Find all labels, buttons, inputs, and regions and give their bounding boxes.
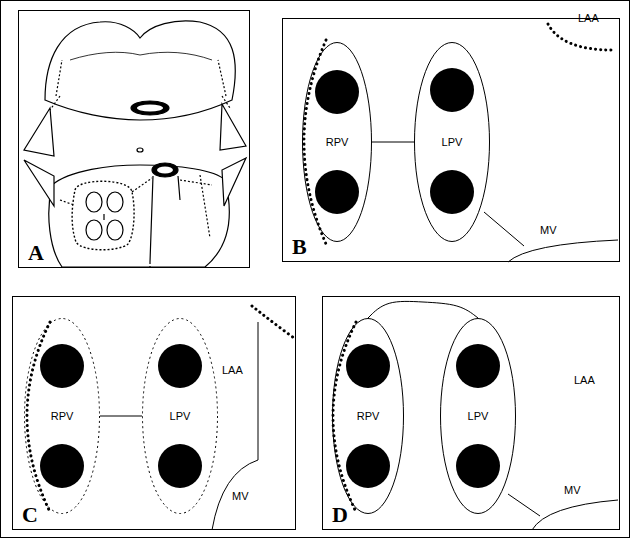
vein-ostium (158, 444, 202, 488)
vein-encirclement: LPV (414, 42, 490, 242)
heart-sections (103, 214, 104, 220)
figure-panel: RPV LPV C (12, 296, 296, 530)
vein-label: RPV (356, 410, 381, 422)
heart-sections (56, 60, 226, 96)
heart-sections (45, 21, 235, 120)
structure-label: MV (540, 224, 557, 236)
heart-sections (220, 104, 246, 150)
panel-letter: C (22, 504, 38, 526)
anatomy-line (212, 460, 258, 530)
lesion-line (548, 24, 612, 50)
vein-outline (303, 43, 372, 242)
vein-encirclement: RPV (302, 42, 372, 242)
structure-label: LAA (574, 374, 595, 386)
heart-sections (24, 21, 246, 267)
panel-letter: B (292, 236, 307, 258)
vein-encirclement: LPV (142, 318, 218, 514)
vein-outline (143, 319, 218, 514)
vein-ostium (40, 68, 500, 488)
vein-ostium (40, 444, 84, 488)
vein-label: RPV (325, 136, 350, 148)
anatomy-line (258, 322, 259, 460)
vein-ostium (315, 170, 359, 214)
heart-sections (107, 192, 123, 212)
vein-ostium (430, 170, 474, 214)
connecting-line (100, 416, 142, 417)
lesion-line (304, 40, 326, 244)
anatomy-line (212, 212, 618, 530)
anatomy-line (532, 500, 618, 530)
vein-encirclement: RPV (24, 318, 100, 514)
heart-sections (86, 192, 102, 212)
anatomy-line (508, 240, 618, 262)
vein-outline (333, 319, 404, 514)
vein-encirclement: LPV (440, 318, 516, 514)
heart-sections (24, 160, 54, 206)
panel-letter: A (28, 242, 44, 264)
heart-sections (222, 158, 246, 206)
structure-label: MV (564, 484, 581, 496)
heart-sections (137, 105, 163, 112)
vein-label: LPV (467, 410, 490, 422)
heart-sections (49, 165, 230, 267)
heart-sections (72, 181, 134, 250)
heart-sections (150, 176, 180, 262)
vein-ostium (456, 444, 500, 488)
lesion-line (333, 322, 356, 512)
vein-outline (415, 43, 490, 242)
figure-panel: RPV LPV B (282, 18, 620, 262)
vein-ostium (430, 68, 474, 112)
vein-label: LPV (441, 136, 464, 148)
vein-ostium (346, 344, 390, 388)
heart-sections (131, 101, 169, 115)
heart-sections (24, 108, 54, 156)
structure-label: MV (232, 490, 249, 502)
heart-sections (157, 167, 173, 174)
vein-encirclement: RPV (332, 318, 404, 514)
vein-ostium (158, 344, 202, 388)
vein-ostium (456, 344, 500, 388)
lesion-line (27, 24, 612, 512)
connecting-line (368, 301, 478, 318)
vein-label: LPV (169, 410, 192, 422)
anatomy-line (484, 212, 524, 246)
connecting-line (372, 142, 414, 143)
anatomy-line (508, 494, 540, 516)
heart-sections (107, 220, 123, 240)
vein-ostium (40, 344, 84, 388)
heart-sections (86, 220, 102, 240)
heart-sections (70, 52, 212, 60)
panel-letter: D (332, 504, 348, 526)
heart-sections (137, 148, 143, 152)
figure-panel: A (18, 10, 250, 268)
vein-ostium (315, 70, 359, 114)
vein-outline (441, 319, 516, 514)
vein-label: RPV (50, 410, 75, 422)
heart-sections (152, 163, 178, 177)
vein-outline (25, 319, 100, 514)
lesion-line (27, 322, 50, 512)
structure-label: LAA (222, 364, 243, 376)
heart-sections (60, 175, 212, 238)
vein-ostium (346, 444, 390, 488)
heart-sections (149, 262, 150, 267)
structure-label: LAA (578, 12, 599, 24)
